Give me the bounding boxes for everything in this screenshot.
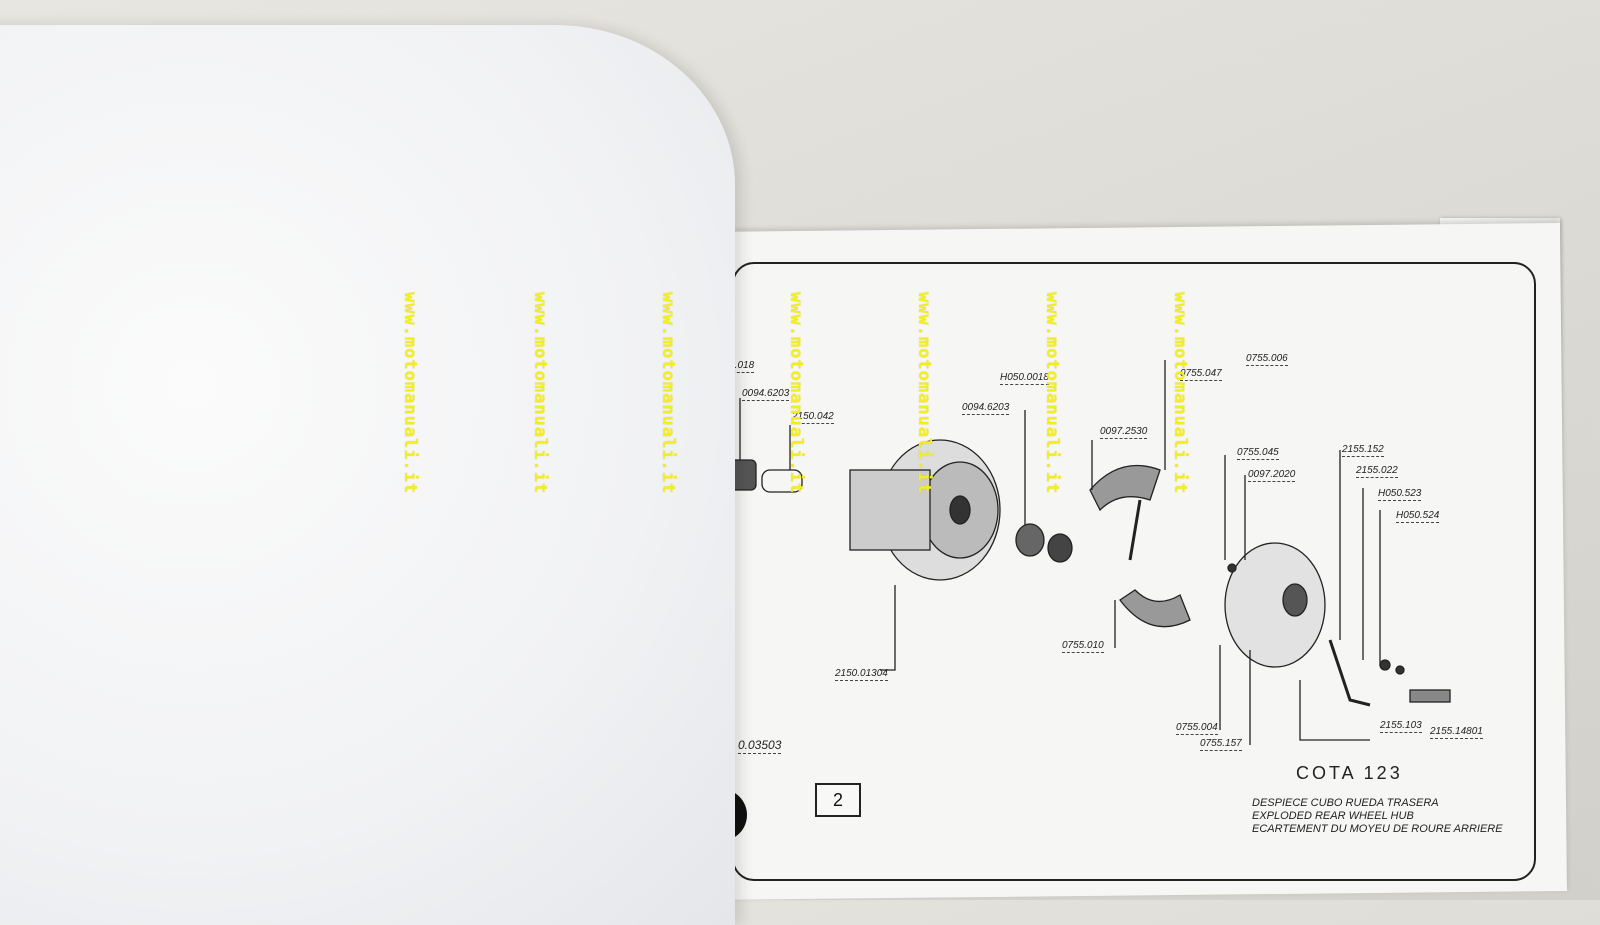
- brake-spring: [1128, 499, 1142, 561]
- watermark-text: www.motomanuali.it: [400, 292, 420, 495]
- part-label: 0755.157: [1200, 738, 1242, 751]
- brake-shoe-lower: [1119, 589, 1191, 628]
- part-label: 0094.6203: [962, 402, 1010, 415]
- brake-shoe-upper: [1089, 464, 1161, 512]
- watermark-text: www.motomanuali.it: [658, 292, 678, 495]
- part-label: H050.0018: [1000, 372, 1049, 385]
- watermark-text: www.motomanuali.it: [530, 292, 550, 495]
- washer-1: [1379, 659, 1391, 671]
- part-label: 0755.045: [1237, 447, 1279, 460]
- watermark-text: www.motomanuali.it: [1042, 292, 1062, 495]
- spacer-tube: [761, 469, 803, 493]
- model-title: COTA 123: [1296, 763, 1403, 783]
- watermark-text: www.motomanuali.it: [1170, 292, 1190, 495]
- part-label: 050.018: [718, 360, 755, 373]
- part-label: 2155.152: [1342, 444, 1384, 457]
- hub-body: [849, 469, 931, 551]
- hub-axle-hole: [949, 495, 971, 525]
- seal-right: [1047, 533, 1073, 563]
- part-label: 0755.006: [1246, 353, 1288, 366]
- part-label: 2155.14801: [1430, 726, 1483, 739]
- part-label: 0755.004: [1176, 722, 1218, 735]
- caption-french: ECARTEMENT DU MOYEU DE ROURE ARRIERE: [1252, 823, 1503, 835]
- part-label: 2150.042: [792, 411, 834, 424]
- part-label: 2155.103: [1380, 720, 1422, 733]
- watermark-text: www.motomanuali.it: [914, 292, 934, 495]
- caption-spanish: DESPIECE CUBO RUEDA TRASERA: [1252, 797, 1439, 809]
- brake-plate-hub: [1282, 583, 1308, 617]
- part-label: 0755.010: [1062, 640, 1104, 653]
- part-label: 2150.01304: [835, 668, 888, 681]
- left-page-curled: [0, 25, 735, 925]
- page-number: 2: [815, 783, 861, 817]
- photo-scene: 050.018 0094.6203 2150.042 H050.0018 009…: [0, 25, 1567, 925]
- bearing-right: [1015, 523, 1045, 557]
- part-label: 0094.6203: [742, 388, 790, 401]
- caption-english: EXPLODED REAR WHEEL HUB: [1252, 810, 1414, 822]
- part-label: H050.524: [1396, 510, 1440, 523]
- brake-plate: [1224, 542, 1326, 668]
- part-label: 0097.2530: [1100, 426, 1148, 439]
- brake-lever: [1328, 639, 1371, 707]
- part-label: 0097.2020: [1248, 469, 1296, 482]
- part-label: 2155.022: [1356, 465, 1398, 478]
- axle-nut: [1409, 689, 1451, 703]
- part-label: 0.03503: [738, 738, 782, 754]
- washer-2: [1395, 665, 1405, 675]
- exploded-hub-diagram: [729, 360, 1451, 745]
- part-label: 0755.047: [1180, 368, 1222, 381]
- small-washer: [1227, 563, 1237, 573]
- part-label: H050.523: [1378, 488, 1422, 501]
- watermark-text: www.motomanuali.it: [786, 292, 806, 495]
